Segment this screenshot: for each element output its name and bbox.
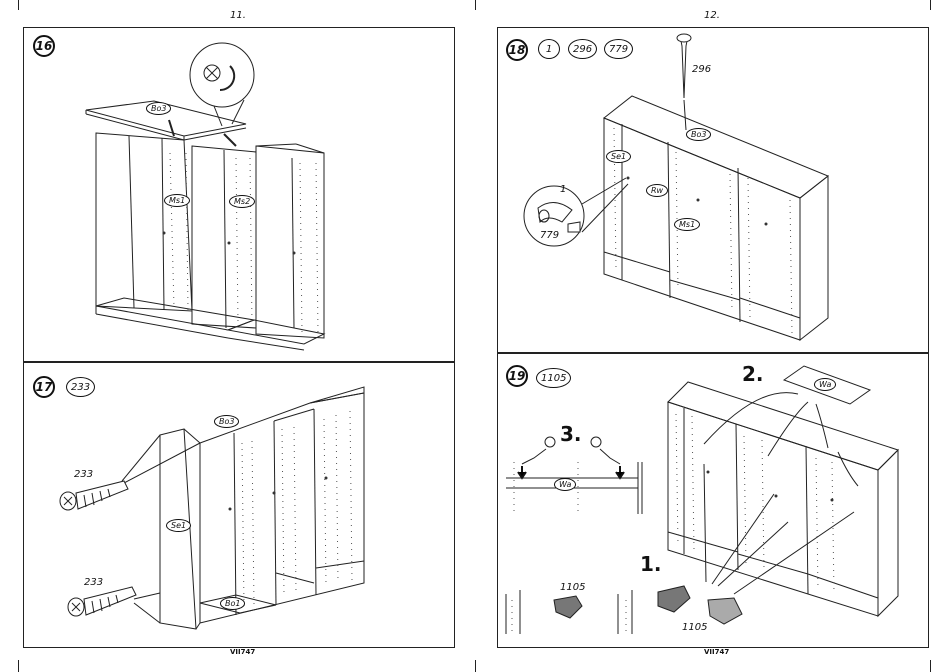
crop-mark [475,660,476,672]
page-number-left: 11. [230,10,246,21]
step-number-badge: 17 [33,376,55,398]
step-instruction-number: 3. [560,422,582,446]
crop-mark [930,660,931,672]
part-label-se1: Se1 [166,519,191,532]
clip-label: 1105 [560,582,585,593]
part-number-badge: 296 [568,39,597,59]
bracket-label: 1 [560,184,566,195]
part-number-badge: 233 [66,377,95,397]
step-instruction-number: 1. [640,552,662,576]
step-19-panel: 19 1105 2. 3. 1. Wa Wa 1105 1105 [497,353,929,648]
peg-label: 779 [540,230,559,241]
clip-label: 1105 [682,622,707,633]
crop-mark [475,0,476,10]
step-17-panel: 17 233 233 233 Bo3 Se1 Bo1 [23,362,455,648]
screw-label: 233 [84,577,103,588]
part-label-rw: Rw [646,184,668,197]
step-18-panel: 18 1 296 779 296 1 779 Bo3 Se1 Rw Ms1 [497,27,929,353]
part-number-badge: 779 [604,39,633,59]
step-16-panel: 16 Bo3 Ms1 Ms2 [23,27,455,362]
part-label-ms2: Ms2 [229,195,255,208]
step-number-badge: 19 [506,365,528,387]
step-instruction-number: 2. [742,362,764,386]
crop-mark [18,660,19,672]
crop-mark [18,0,19,10]
step-number-badge: 18 [506,39,528,61]
part-label-ms1: Ms1 [674,218,700,231]
crop-mark [930,0,931,10]
footer-code-left: VII747 [230,648,255,656]
part-number-badge: 1 [538,39,560,59]
footer-code-right: VII747 [704,648,729,656]
screw-label: 296 [692,64,711,75]
step-19-illustration [498,354,930,649]
part-label-ms1: Ms1 [164,194,190,207]
screw-label: 233 [74,469,93,480]
step-number-badge: 16 [33,35,55,57]
part-label-se1: Se1 [606,150,631,163]
page-number-right: 12. [704,10,720,21]
